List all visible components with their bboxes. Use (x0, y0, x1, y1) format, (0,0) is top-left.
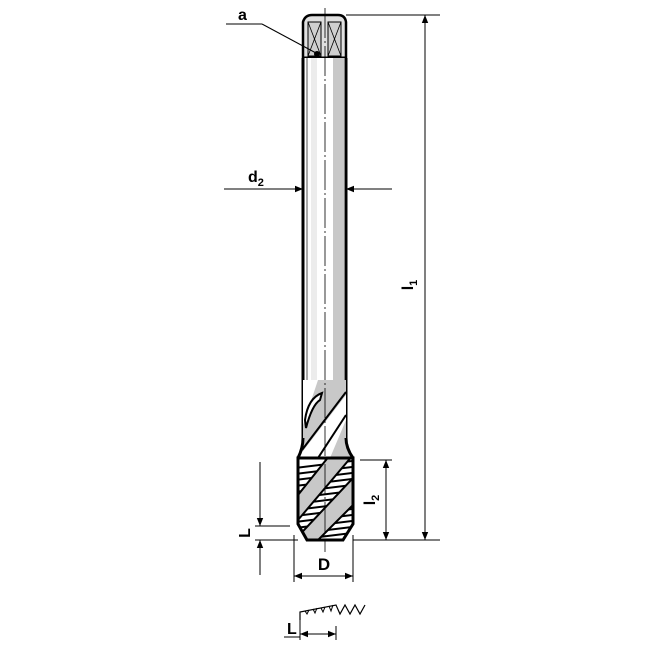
dimension-d2: d2 (224, 169, 392, 193)
shank (301, 58, 348, 438)
label-d2: d2 (248, 169, 264, 189)
label-L-detail: L (287, 621, 297, 638)
dimension-l2: l2 (360, 459, 392, 540)
neck-flute (296, 380, 355, 459)
square-drive (301, 13, 348, 60)
dimension-l1: l1 (346, 14, 440, 541)
label-l2: l2 (362, 495, 382, 506)
chamfer-detail: L (284, 603, 366, 640)
label-a: a (238, 7, 247, 24)
dimension-a: a (226, 7, 317, 54)
dimension-L: L (237, 462, 298, 575)
label-D: D (318, 555, 330, 574)
label-L: L (237, 528, 254, 538)
dimension-D: D (293, 535, 354, 582)
label-l1: l1 (400, 280, 420, 291)
